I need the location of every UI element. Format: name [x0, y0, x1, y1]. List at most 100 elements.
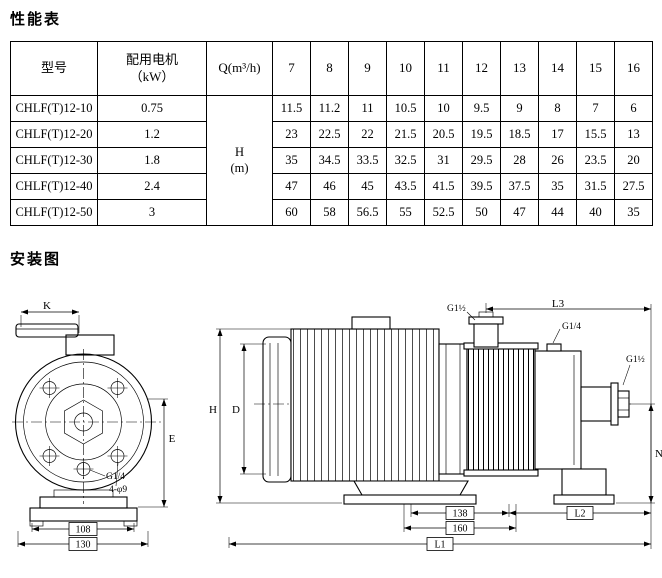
dim-130-label: 130: [76, 540, 91, 551]
flow-header-cell: 7: [272, 41, 311, 96]
power-cell: 1.2: [97, 121, 207, 148]
model-cell: CHLF(T)12-30: [10, 147, 98, 174]
dim-108-label: 108: [76, 525, 91, 536]
flow-header-cell: 13: [500, 41, 539, 96]
n-dimension: N: [616, 403, 662, 504]
value-cell: 39.5: [462, 173, 501, 200]
value-cell: 23.5: [576, 147, 615, 174]
dim-138-label: 138: [453, 509, 468, 520]
g112-top-label: G1½: [447, 303, 476, 321]
value-cell: 41.5: [424, 173, 463, 200]
value-cell: 35: [538, 173, 577, 200]
value-cell: 27.5: [614, 173, 653, 200]
value-cell: 23: [272, 121, 311, 148]
value-cell: 20.5: [424, 121, 463, 148]
right-port: [580, 382, 630, 426]
col-header-model: 型号: [10, 41, 98, 96]
value-cell: 9: [500, 95, 539, 122]
dim-160: 160: [403, 504, 517, 535]
motor-fan-cover: [262, 336, 292, 483]
dim-l2: L2: [509, 506, 651, 520]
model-cell: CHLF(T)12-20: [10, 121, 98, 148]
flow-header-cell: 10: [386, 41, 425, 96]
value-cell: 50: [462, 199, 501, 226]
value-cell: 44: [538, 199, 577, 226]
power-cell: 2.4: [97, 173, 207, 200]
value-cell: 19.5: [462, 121, 501, 148]
g14-label: G1/4: [106, 472, 125, 482]
pump-discharge-body: [534, 343, 582, 470]
flow-header-cell: 15: [576, 41, 615, 96]
power-cell: 3: [97, 199, 207, 226]
table-row: CHLF(T)12-20 1.2 23 22.5 22 21.5 20.5 19…: [10, 121, 653, 148]
g112-top-text: G1½: [447, 303, 466, 314]
g14-side-text: G1/4: [562, 322, 581, 332]
header-row: 型号 配用电机 （kW） Q(m³/h) 7 8 9 10 11 12 13 1…: [10, 41, 653, 96]
value-cell: 58: [310, 199, 349, 226]
value-cell: 52.5: [424, 199, 463, 226]
value-cell: 56.5: [348, 199, 387, 226]
flow-header-cell: 8: [310, 41, 349, 96]
power-cell: 1.8: [97, 147, 207, 174]
value-cell: 21.5: [386, 121, 425, 148]
value-cell: 11: [348, 95, 387, 122]
value-cell: 11.5: [272, 95, 311, 122]
flow-header-cell: 12: [462, 41, 501, 96]
value-cell: 43.5: [386, 173, 425, 200]
value-cell: 28: [500, 147, 539, 174]
pump-casing-circles: [14, 353, 153, 491]
pump-handle: [15, 323, 115, 356]
side-view-drawing: H D: [209, 299, 662, 551]
value-cell: 46: [310, 173, 349, 200]
value-cell: 11.2: [310, 95, 349, 122]
e-dim-label: E: [169, 433, 176, 445]
motor-header-line2: （kW）: [129, 68, 175, 84]
power-cell: 0.75: [97, 95, 207, 122]
value-cell: 15.5: [576, 121, 615, 148]
col-header-motor: 配用电机 （kW）: [97, 41, 207, 96]
l3-dim-label: L3: [552, 299, 565, 310]
value-cell: 26: [538, 147, 577, 174]
value-cell: 32.5: [386, 147, 425, 174]
drain-plug: [73, 458, 94, 480]
value-cell: 10.5: [386, 95, 425, 122]
value-cell: 47: [272, 173, 311, 200]
model-cell: CHLF(T)12-50: [10, 199, 98, 226]
g112-right-label: G1½: [622, 354, 645, 386]
performance-table: 型号 配用电机 （kW） Q(m³/h) 7 8 9 10 11 12 13 1…: [10, 41, 653, 226]
motor-terminal-box: [351, 316, 391, 330]
h-dim-label: H: [209, 404, 217, 416]
model-cell: CHLF(T)12-40: [10, 173, 98, 200]
value-cell: 55: [386, 199, 425, 226]
value-cell: 8: [538, 95, 577, 122]
dim-l2-label: L2: [574, 509, 585, 520]
table-row: CHLF(T)12-40 2.4 47 46 45 43.5 41.5 39.5…: [10, 173, 653, 200]
motor-foot: [343, 480, 477, 505]
value-cell: 37.5: [500, 173, 539, 200]
value-cell: 60: [272, 199, 311, 226]
d-dim-label: D: [232, 404, 240, 416]
value-cell: 47: [500, 199, 539, 226]
head-line2: (m): [230, 160, 249, 175]
model-cell: CHLF(T)12-10: [10, 95, 98, 122]
value-cell: 33.5: [348, 147, 387, 174]
value-cell: 17: [538, 121, 577, 148]
g14-plug: [546, 343, 562, 352]
performance-title: 性能表: [10, 11, 62, 28]
flow-header-cell: 14: [538, 41, 577, 96]
value-cell: 22: [348, 121, 387, 148]
value-cell: 13: [614, 121, 653, 148]
dim-l1-label: L1: [434, 540, 445, 551]
centerlines: [12, 349, 162, 504]
dim-138: 138: [410, 504, 510, 520]
flow-header-cell: 16: [614, 41, 653, 96]
value-cell: 22.5: [310, 121, 349, 148]
table-row: CHLF(T)12-50 3 60 58 56.5 55 52.5 50 47 …: [10, 199, 653, 226]
pump-bracket: [438, 343, 468, 475]
g14-plug-label: G1/4: [552, 322, 581, 344]
table-row: CHLF(T)12-30 1.8 35 34.5 33.5 32.5 31 29…: [10, 147, 653, 174]
dim-130: 130: [17, 531, 149, 551]
g112-right-text: G1½: [626, 354, 645, 365]
e-dimension: E: [138, 398, 176, 508]
